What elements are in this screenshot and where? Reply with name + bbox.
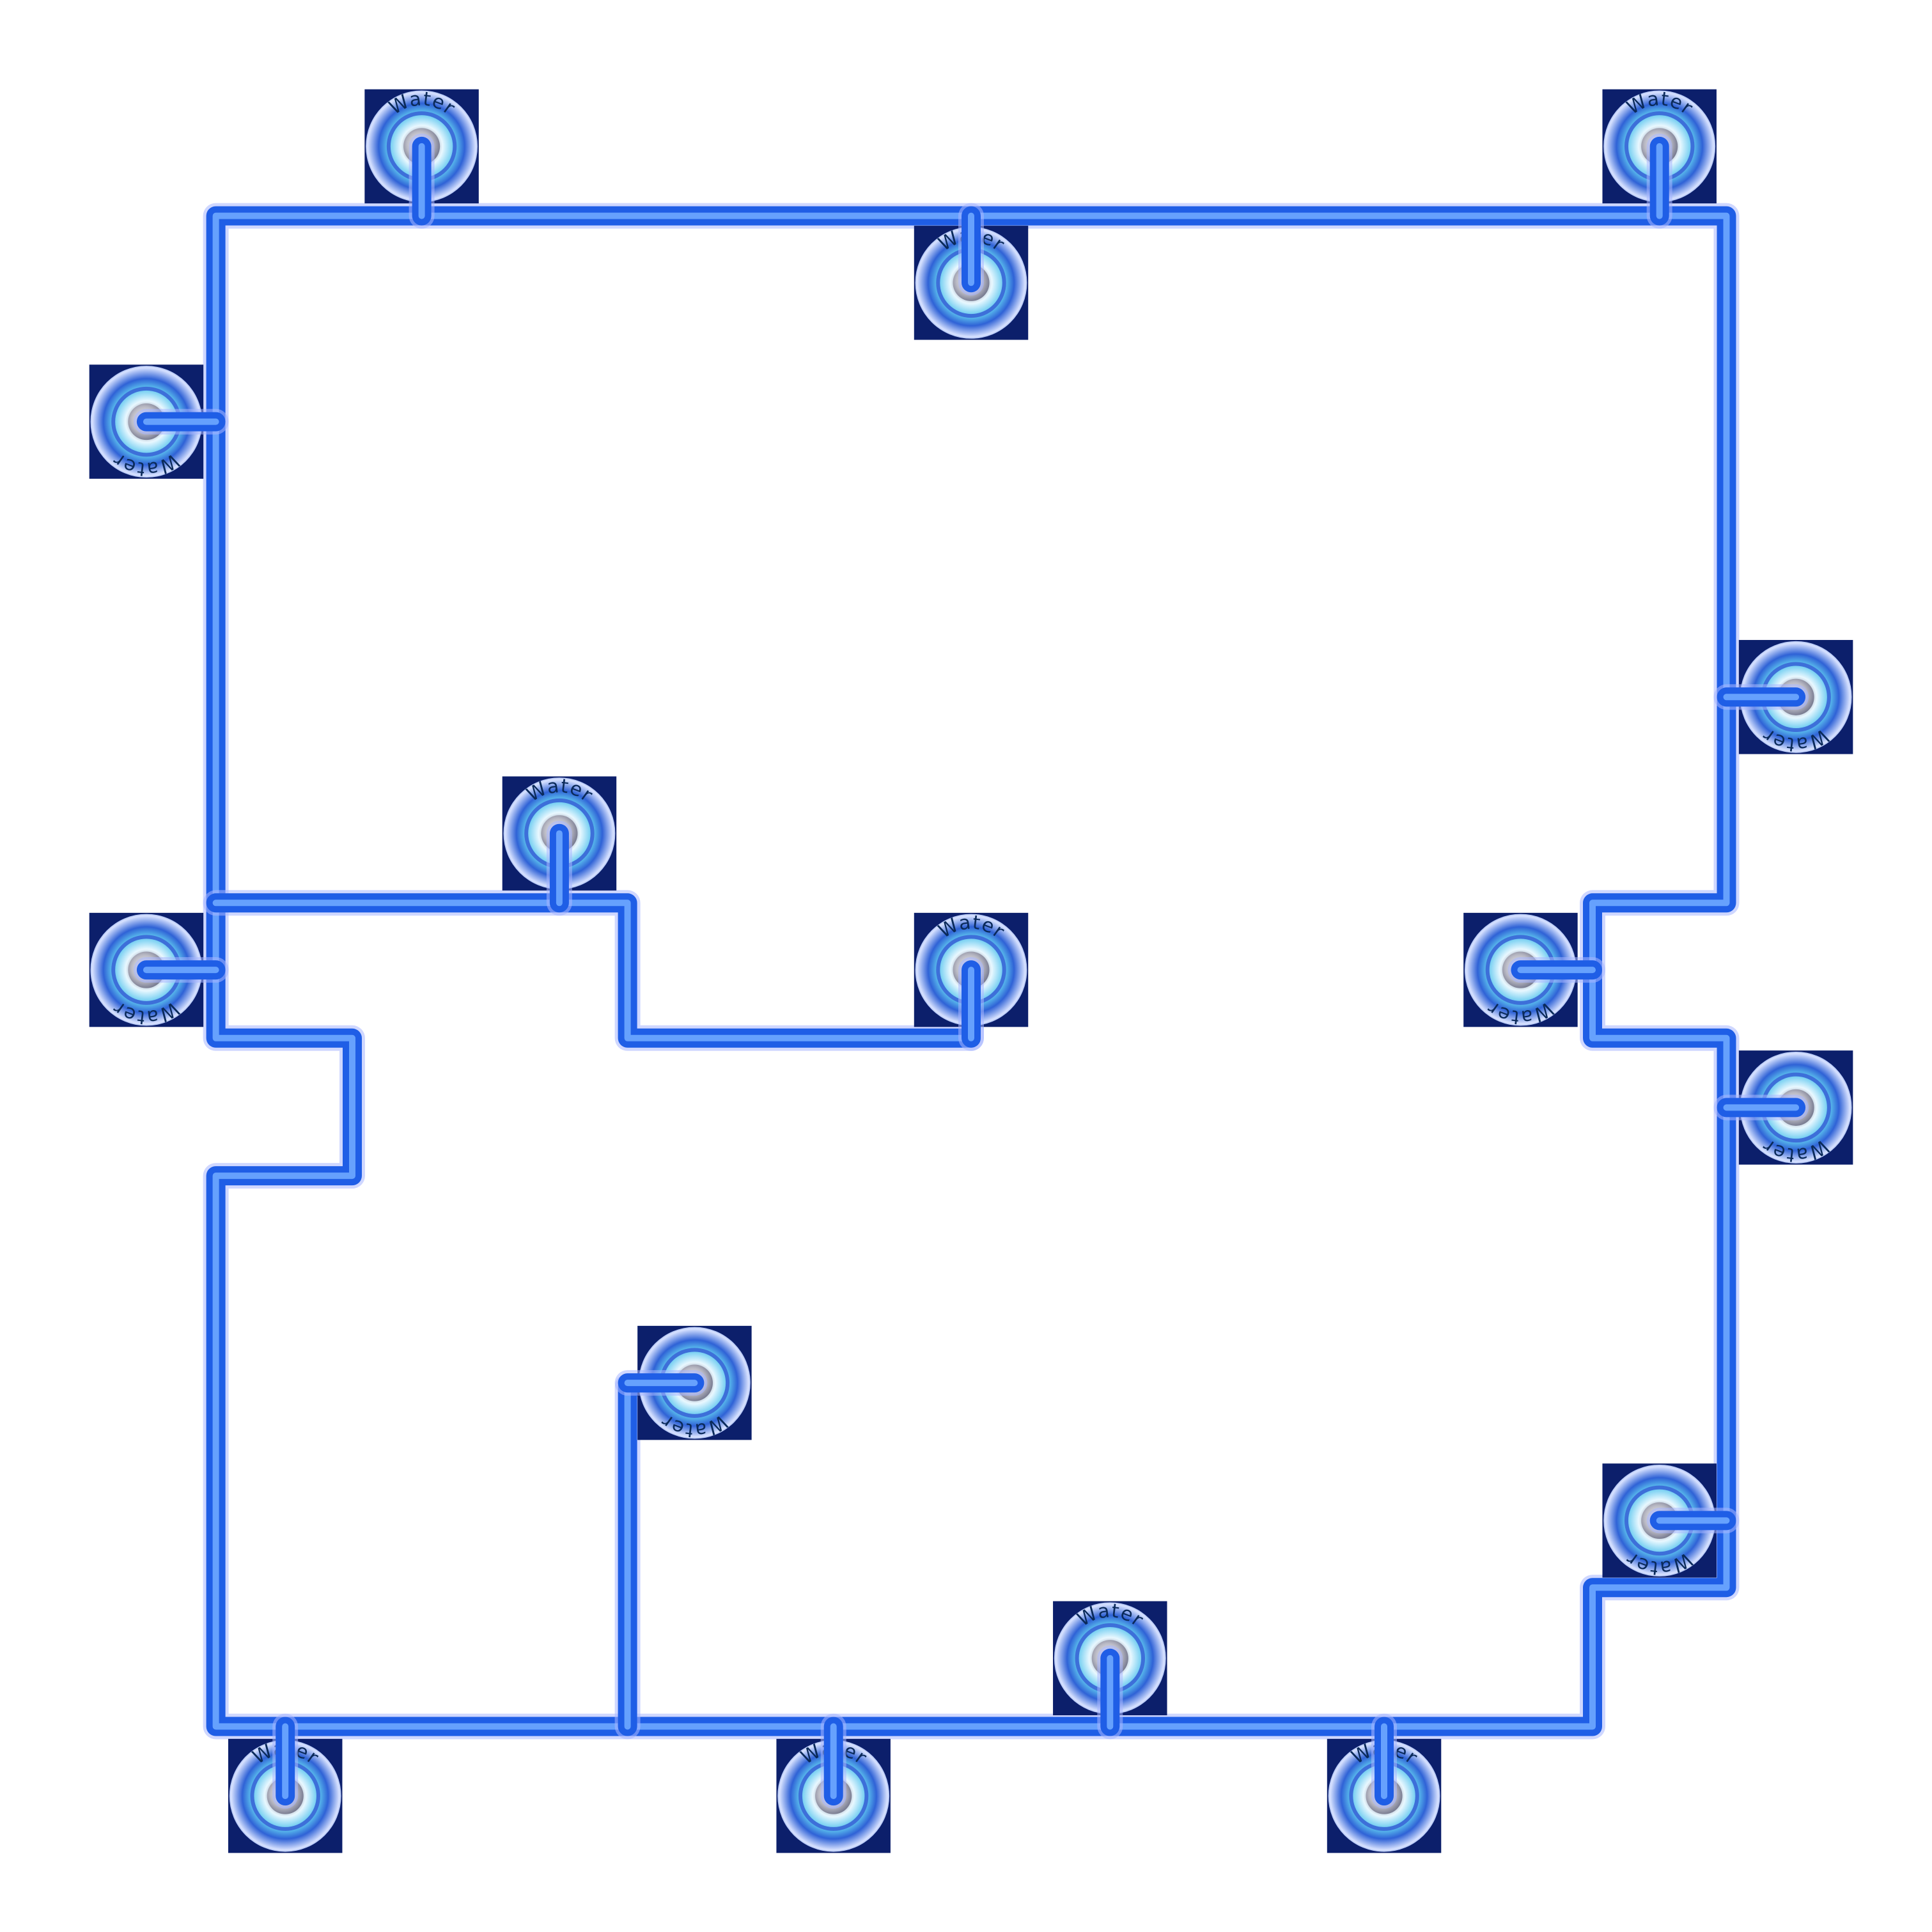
main-pipe-loop — [203, 203, 1740, 1740]
pipe-network — [203, 203, 1740, 1740]
valve-stub-pipes — [133, 133, 1809, 1809]
water-valve-icon: Water — [364, 88, 479, 204]
water-valve-icon: Water — [89, 364, 204, 480]
inner-branch-pipe — [203, 890, 984, 1051]
